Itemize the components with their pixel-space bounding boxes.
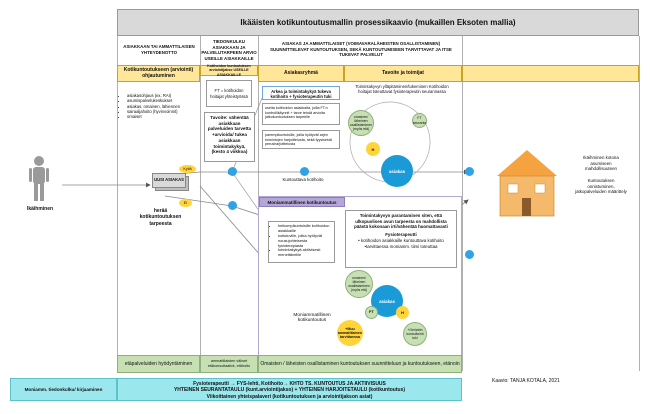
circle-muu-label: +Muu ammattilainen tarvittaessa bbox=[337, 326, 363, 340]
referral-source-item: asumispalvelukeskukset bbox=[127, 98, 198, 103]
footer-info-box: Fysioterapeutti → FYS-lehti, Kotihoito→ … bbox=[117, 378, 462, 401]
home-text-2: Kuntoutuksen onnistuminen, jatkopalvelui… bbox=[575, 178, 627, 194]
decision-yes-label: Kyllä bbox=[183, 167, 192, 171]
group-box-1: Arkea ja toimintakykyä tukeva kotihoito … bbox=[262, 86, 340, 100]
circle-omainen-1: omainen/ läheinen osallistaminen (myös e… bbox=[348, 110, 374, 136]
footer-label-box: Moniamm. tiedonkulku/ kirjaaminen bbox=[10, 378, 117, 401]
referral-source-list: asiakasohjaus (ex. RAI)asumispalvelukesk… bbox=[120, 93, 198, 119]
circle-ft-1: FT seuranta bbox=[412, 113, 427, 128]
referral-source-item: sairaaljahoito (hyvinvoinnit) bbox=[127, 109, 198, 114]
column-divider bbox=[200, 36, 201, 371]
column-header-1: ASIAKKAAN TAI AMMATTILAISEN YHTEYDENOTTO bbox=[123, 44, 195, 55]
subheader-ohjautuminen: Kotikuntoutukseen (arviointi) ohjautumin… bbox=[117, 65, 200, 82]
moni-caption: Moniammatillinen kotikuntoutus bbox=[293, 313, 331, 323]
diagram-title: Ikääisten kotikuntoutusmallin prosessika… bbox=[117, 9, 639, 36]
circle-asiakas-1-label: asiakas bbox=[388, 168, 406, 174]
circle-geriatri: +Geriatrin konsultointi tuki bbox=[403, 322, 427, 346]
group-box-3: parempikuntoisille, joilla hyötyvät arje… bbox=[262, 130, 340, 149]
column-divider bbox=[117, 36, 118, 371]
intake-box: UUSI ASIAKAS bbox=[152, 173, 186, 188]
decision-no-label: Ei bbox=[183, 201, 188, 205]
decision-yes: Kyllä bbox=[179, 165, 196, 173]
column-header-3: ASIAKAS JA AMMATTILAISET (VOIMAVARALÄHEI… bbox=[270, 41, 452, 57]
subheader-asiakasryhma: Asiakasryhmä bbox=[258, 65, 344, 82]
moni-bullet-item: heikompikuntoisille kotihoidon asiakkail… bbox=[278, 223, 332, 234]
home-text-1: Ikäihminen kotona asumiseen mahdollisuut… bbox=[583, 155, 619, 171]
circle-asiakas-1: asiakas bbox=[381, 155, 413, 187]
person-icon bbox=[29, 156, 49, 201]
footer-line-2: YHTEINEN SEURANTATAULU (kunt.arviointija… bbox=[173, 387, 406, 394]
need-text: herää kotikuntoutuksen tarpeesta bbox=[139, 208, 182, 227]
circle-omainen-2: omainen/ läheinen osallistaminen (myös e… bbox=[345, 270, 373, 298]
referral-source-item: asiakas, omainen, lähiennen bbox=[127, 104, 198, 109]
moni-bullet-item: kotiutuville, jotka hyötyvät nousujohtei… bbox=[278, 233, 332, 249]
circle-muu-ammattilainen: +Muu ammattilainen tarvittaessa bbox=[337, 320, 363, 346]
bottom-konsultaatiot: ammattilaisten väliset etäkonsultaatiot,… bbox=[200, 355, 258, 373]
circle-asiakas-2-label: asiakas bbox=[379, 298, 395, 304]
flow-node bbox=[228, 201, 237, 210]
moni-header: Moniammatillinen kotikuntoutus bbox=[259, 197, 345, 207]
circle-h-2: H bbox=[396, 306, 409, 319]
moni-bullets: heikompikuntoisille kotihoidon asiakkail… bbox=[268, 221, 335, 263]
circle-h-1: H bbox=[366, 142, 380, 156]
referral-source-item: asiakasohjaus (ex. RAI) bbox=[127, 93, 198, 98]
flow-node bbox=[465, 250, 474, 259]
circle-h-1-label: H bbox=[371, 146, 375, 152]
flow-node bbox=[300, 167, 309, 176]
tavoite-1-text: Toimintakyvyn ylläpitäminen/tukeminen Ko… bbox=[355, 84, 449, 95]
subheader-empty bbox=[462, 65, 639, 82]
tavoite-2-ft-line2: •tarvittaessa moniamm. tiimi toteuttaa bbox=[364, 243, 438, 249]
subheader-tavoite: Tavoite ja toimijat bbox=[344, 65, 462, 82]
group-box-2: useita kotihoidon asiakkaita, joilla FT:… bbox=[262, 103, 340, 125]
footer-line-1: Fysioterapeutti → FYS-lehti, Kotihoito→ … bbox=[193, 381, 386, 387]
pt-collab-box: FT = kotihoidon hoitajat yhteistyössä bbox=[206, 80, 252, 107]
moni-bullet-item: toimintakykyä aktiivisesti menettäneille bbox=[278, 247, 332, 258]
column-divider bbox=[639, 36, 640, 371]
tavoite-2-ft-line1: • kotihoidon asiakkaille kuntouttava kot… bbox=[358, 237, 444, 243]
house-icon bbox=[497, 150, 557, 217]
circle-h-2-label: H bbox=[401, 310, 404, 315]
footer-label: Moniamm. tiedonkulku/ kirjaaminen bbox=[24, 387, 103, 392]
bottom-etapalvelut: etäpalveluiden hyödyntäminen bbox=[117, 355, 200, 373]
flow-node bbox=[465, 167, 474, 176]
actor-label: Ikäihminen bbox=[26, 206, 54, 212]
referral-source-item: omaiset bbox=[127, 114, 198, 119]
decision-no: Ei bbox=[179, 199, 192, 207]
bottom-omaiset: Omaisten / läheisten osallistaminen kunt… bbox=[258, 355, 462, 373]
credit: Kaavio: TANJA KOTALA, 2021 bbox=[492, 378, 560, 384]
tavoite-2-ft-title: Fysioterapeutti bbox=[385, 232, 417, 238]
intake-box-label: UUSI ASIAKAS bbox=[154, 177, 184, 183]
footer-line-3: Viikoittainen yhteispalaveri (kotikuntou… bbox=[206, 393, 373, 400]
subheader-arviointijakso: Kotihoidon kuntoutuksen arviointijakso U… bbox=[200, 64, 258, 77]
circle-ft-2: FT bbox=[365, 306, 378, 319]
column-divider bbox=[462, 36, 463, 371]
column-header-2: TIEDONKULKU ASIAKKAAN JA PALVELUTARPEEN … bbox=[201, 39, 257, 61]
flow-node bbox=[228, 167, 237, 176]
tavoite-2-box: Toimintakyvyn parantaminen siten, että u… bbox=[345, 210, 457, 268]
goal-box: Tavoite: vähentää asiakkaan palveluiden … bbox=[204, 112, 255, 162]
tavoite-2-goal: Toimintakyvyn parantaminen siten, että u… bbox=[354, 213, 448, 230]
kuntouttava-label: Kuntouttava kotihoito bbox=[282, 177, 324, 182]
